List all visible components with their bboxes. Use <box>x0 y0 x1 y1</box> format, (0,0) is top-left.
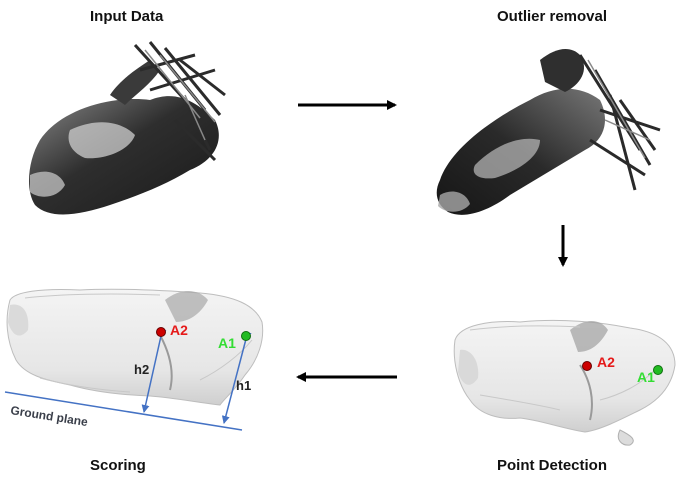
h2-measure-arrow <box>141 328 167 413</box>
stage-title-outlier-removal: Outlier removal <box>497 8 608 25</box>
h1-measure-arrow <box>221 331 252 424</box>
ground-plane-label: Ground plane <box>10 403 90 429</box>
stage-title-scoring: Scoring <box>90 457 146 474</box>
stage-title-input: Input Data <box>90 8 164 25</box>
scoring-mesh: A2 A1 h2 h1 Ground plane <box>4 288 264 431</box>
stage-title-point-detection: Point Detection <box>497 457 608 474</box>
point-detection-a2-label: A2 <box>597 354 615 370</box>
scoring-h1-label: h1 <box>236 378 251 393</box>
point-marker-icon <box>241 331 251 341</box>
point-detection-mesh: A2 A1 <box>453 319 676 446</box>
outlier-removed-point-cloud <box>436 48 661 215</box>
scoring-a2-label: A2 <box>170 322 188 338</box>
scoring-a1-label: A1 <box>218 335 236 351</box>
point-marker-icon <box>582 361 592 371</box>
input-point-cloud <box>28 41 226 215</box>
point-detection-a1-label: A1 <box>637 369 655 385</box>
scoring-h2-label: h2 <box>134 362 149 377</box>
flow-arrows <box>296 100 568 382</box>
point-marker-icon <box>653 365 663 375</box>
ground-plane-line <box>4 391 243 431</box>
point-marker-icon <box>156 327 166 337</box>
